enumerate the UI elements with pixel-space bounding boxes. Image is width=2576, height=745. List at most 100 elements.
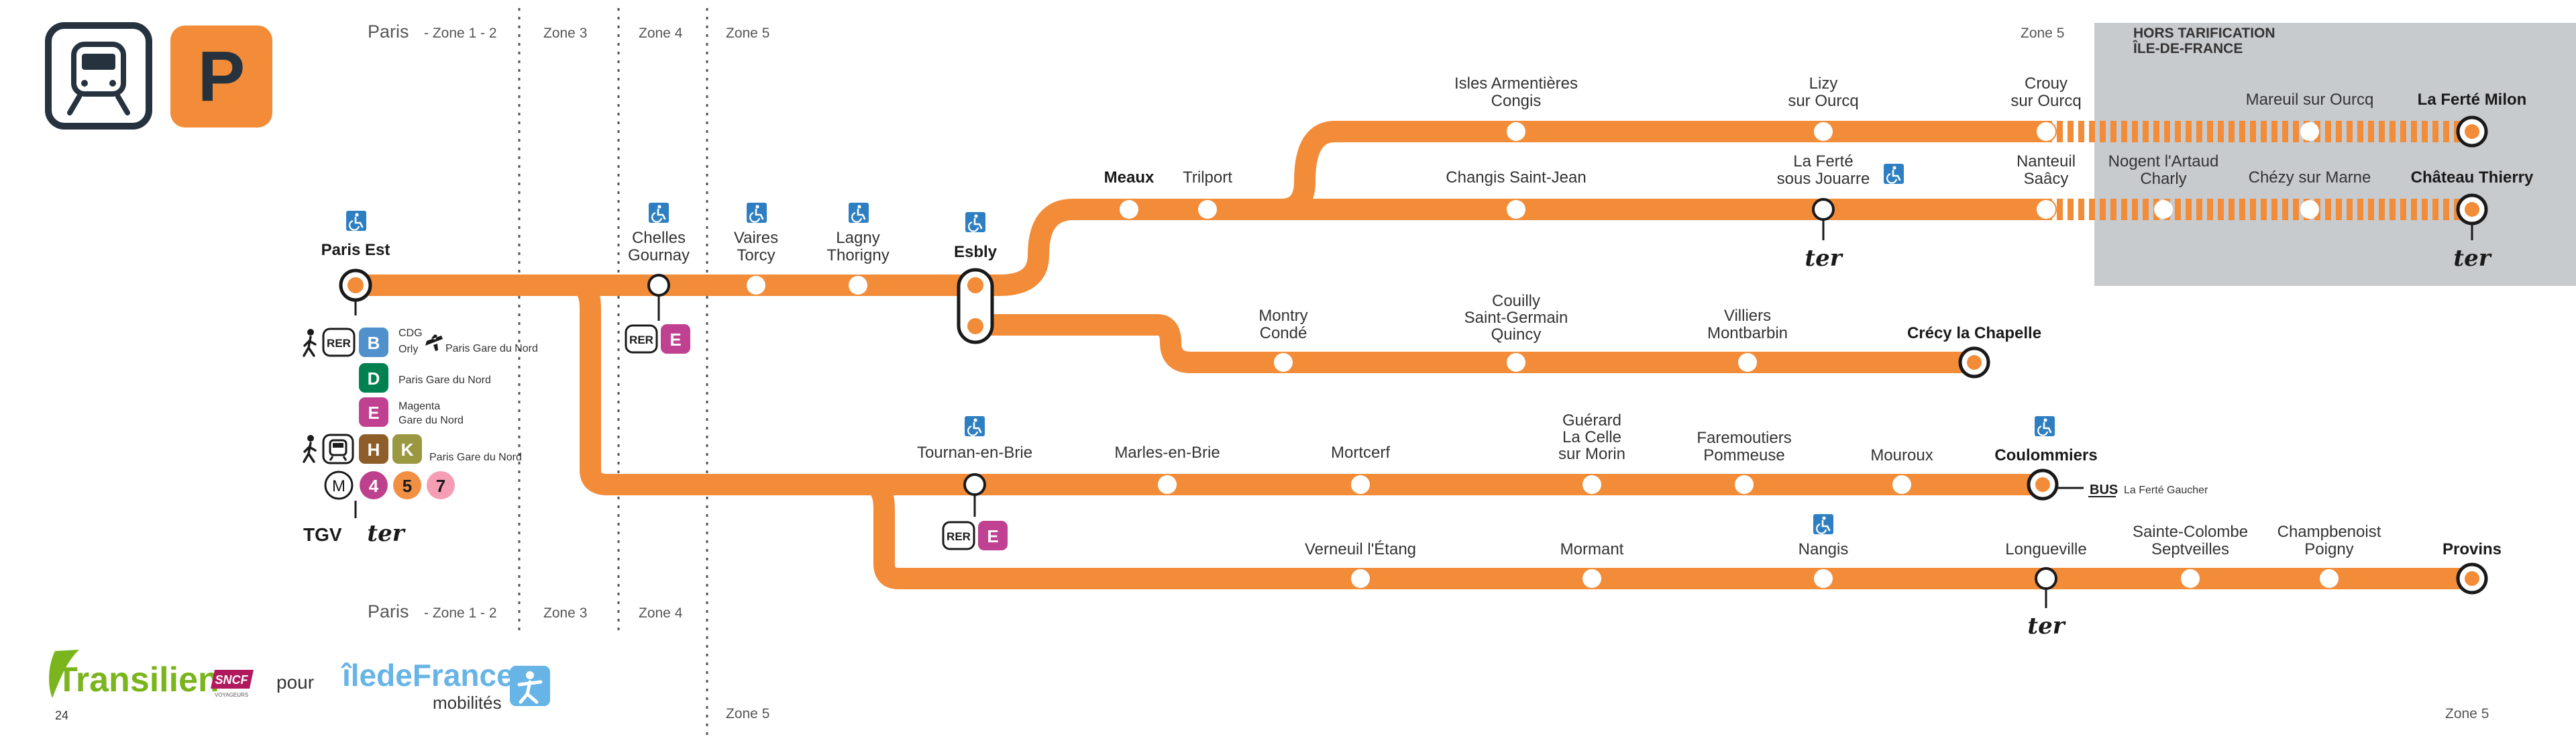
svg-text:Vaires: Vaires [734,229,778,247]
station-trilport[interactable]: Trilport [1183,168,1232,219]
station-mareuil-sur-ourcq[interactable]: Mareuil sur Ourcq [2246,91,2374,141]
rer-badge: RER [942,521,975,550]
ter-logo: ter [2027,613,2065,640]
svg-text:mobilités: mobilités [433,693,502,713]
svg-text:sur Morin: sur Morin [1558,445,1625,463]
hors-tarification-label-2: ÎLE-DE-FRANCE [2133,40,2243,56]
accessibility-icon [1884,164,1904,184]
station-la-ferte-sous-jouarre[interactable]: La Ferté sous Jouarre ter [1777,152,1870,272]
svg-text:Congis: Congis [1491,92,1542,110]
station-coulommiers[interactable]: Coulommiers [1994,446,2098,501]
metro-4-chip: 4 [360,471,388,499]
svg-text:Paris Gare du Nord: Paris Gare du Nord [445,343,538,354]
svg-text:Lizy: Lizy [1809,74,1838,93]
zone-label-5-top: Zone 5 [726,26,769,41]
svg-text:Nogent l'Artaud: Nogent l'Artaud [2108,152,2219,170]
svg-text:Saint-Germain: Saint-Germain [1464,309,1568,327]
svg-text:RER: RER [327,337,351,350]
station-crouy-sur-ourcq[interactable]: Crouy sur Ourcq [2010,74,2082,141]
station-chateau-thierry[interactable]: Château Thierry ter [2411,168,2534,272]
svg-text:Torcy: Torcy [737,246,775,264]
svg-text:Mormant: Mormant [1560,540,1624,558]
station-longueville[interactable]: Longueville ter [2005,540,2086,640]
svg-text:Guérard: Guérard [1562,411,1621,430]
svg-text:Changis Saint-Jean: Changis Saint-Jean [1446,168,1586,187]
zone-label-4-top: Zone 4 [639,26,683,41]
station-nogent-l-artaud-charly[interactable]: Nogent l'Artaud Charly [2108,152,2219,219]
station-provins[interactable]: Provins [2443,540,2502,595]
svg-text:Pommeuse: Pommeuse [1703,446,1784,464]
station-mouroux[interactable]: Mouroux [1870,446,1933,494]
svg-text:D: D [368,368,380,389]
svg-text:Quincy: Quincy [1491,326,1542,344]
station-tournan-en-brie[interactable]: Tournan-en-Brie [917,444,1032,517]
parking-line-badge: P [170,26,272,128]
svg-text:Transilien: Transilien [56,660,219,699]
zone-label-5-top-right: Zone 5 [2021,26,2064,41]
station-la-ferte-milon[interactable]: La Ferté Milon [2418,91,2527,148]
station-chelles-gournay[interactable]: Chelles Gournay [628,229,690,321]
svg-text:Montry: Montry [1258,307,1307,325]
zone-label-5-bottom: Zone 5 [726,706,769,722]
paris-est-connections: RER B CDG Orly Paris Gare du Nord D Pari… [303,328,538,547]
chelles-connections: RER E [625,324,690,354]
svg-text:Chézy sur Marne: Chézy sur Marne [2249,168,2371,187]
svg-text:Coulommiers: Coulommiers [1994,446,2097,464]
svg-text:B: B [368,333,380,353]
metro-5-chip: 5 [393,471,421,499]
train-icon [45,22,152,130]
station-meaux[interactable]: Meaux [1104,168,1155,219]
svg-text:Meaux: Meaux [1104,168,1155,187]
station-lizy-sur-ourcq[interactable]: Lizy sur Ourcq [1788,74,1859,141]
svg-text:Thorigny: Thorigny [826,246,889,264]
svg-text:sous Jouarre: sous Jouarre [1777,170,1870,188]
station-couilly-saint-germain-quincy[interactable]: Couilly Saint-Germain Quincy [1464,292,1568,372]
station-isles-armentieres-congis[interactable]: Isles Armentières Congis [1454,74,1578,141]
svg-text:E: E [987,526,998,546]
svg-text:Poigny: Poigny [2304,540,2353,558]
footer-pour: pour [276,672,314,693]
tournan-connections: RER E [942,521,1008,550]
station-vaires-torcy[interactable]: Vaires Torcy [734,229,778,295]
station-mormant[interactable]: Mormant [1560,540,1624,588]
svg-text:Couilly: Couilly [1492,292,1540,310]
accessibility-icon [1813,514,1833,534]
svg-text:Nangis: Nangis [1799,540,1849,558]
accessibility-icon [346,211,366,231]
walking-icon [303,329,317,357]
station-villiers-montbarbin[interactable]: Villiers Montbarbin [1707,307,1788,372]
svg-text:Paris Gare du Nord: Paris Gare du Nord [429,452,522,463]
station-sainte-colombe-septveilles[interactable]: Sainte-Colombe Septveilles [2133,523,2248,588]
station-verneuil-l-etang[interactable]: Verneuil l'Étang [1305,540,1416,588]
rer-b-chip: B [359,328,388,357]
accessibility-icon [965,416,985,436]
station-paris-est[interactable]: Paris Est [321,241,390,315]
station-changis-saint-jean[interactable]: Changis Saint-Jean [1446,168,1587,219]
track-tournan-provins [860,474,2483,589]
station-champbenoist-poigny[interactable]: Champbenoist Poigny [2277,523,2381,588]
station-faremoutiers-pommeuse[interactable]: Faremoutiers Pommeuse [1697,429,1792,494]
station-montry-conde[interactable]: Montry Condé [1258,307,1308,372]
hors-tarification-area [2094,23,2576,286]
track-esbly-meaux [989,199,1140,296]
svg-text:SNCF: SNCF [215,673,249,687]
rer-e-chip: E [359,397,388,427]
station-chezy-sur-marne[interactable]: Chézy sur Marne [2249,168,2371,219]
zone-label-paris-bottom: Paris [368,601,409,622]
station-guerard-la-celle-sur-morin[interactable]: Guérard La Celle sur Morin [1558,411,1625,494]
accessibility-icon [649,203,669,223]
station-esbly[interactable]: Esbly [954,243,998,344]
svg-text:Condé: Condé [1260,324,1307,342]
station-marles-en-brie[interactable]: Marles-en-Brie [1114,444,1220,494]
station-mortcerf[interactable]: Mortcerf [1331,444,1390,494]
station-lagny-thorigny[interactable]: Lagny Thorigny [826,229,890,295]
station-crecy-la-chapelle[interactable]: Crécy la Chapelle [1907,324,2041,379]
svg-text:Saâcy: Saâcy [2024,170,2069,188]
plane-icon [425,334,443,351]
line-p-tracks [345,121,2483,589]
ter-logo: ter [2453,245,2491,272]
station-nanteuil-saacy[interactable]: Nanteuil Saâcy [2017,152,2076,219]
svg-text:BUS: BUS [2090,483,2118,497]
station-nangis[interactable]: Nangis [1799,540,1849,588]
